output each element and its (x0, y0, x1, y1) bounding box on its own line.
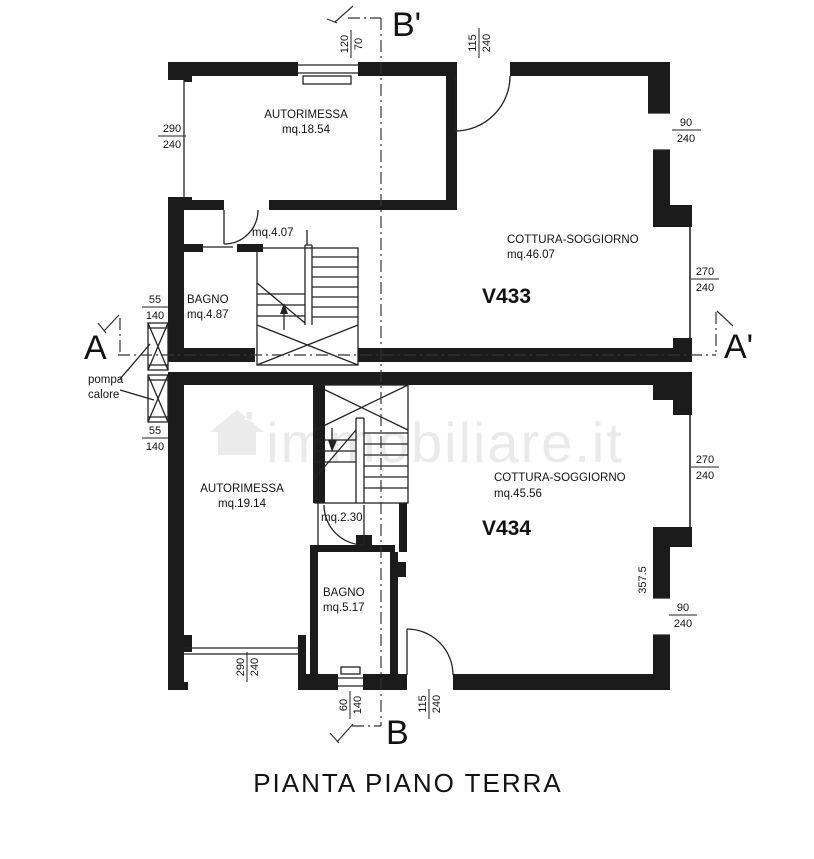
svg-text:90: 90 (680, 117, 692, 129)
heat-pump-units (119, 322, 169, 423)
dim-top-entry-door: 115 240 (467, 28, 493, 58)
window-sill (302, 75, 352, 85)
svg-text:70: 70 (353, 38, 365, 50)
labels: B' B A A' AUTORIMESSA mq.18.54 mq.4.07 B… (84, 6, 753, 798)
room-area-disimpegno-v433: mq.4.07 (252, 227, 294, 239)
svg-text:270: 270 (696, 266, 714, 278)
entry-door-arc (454, 75, 511, 132)
dim-right-upper-window: 90 240 (672, 117, 701, 145)
svg-text:240: 240 (696, 282, 714, 294)
openings-and-stairs (119, 64, 691, 687)
window-right-upper (648, 112, 670, 151)
dim-bottom-entry-door: 115 240 (417, 689, 443, 719)
dim-right-lower-window: 90 240 (669, 602, 697, 630)
room-area-disimpegno-v434: mq.2.30 (321, 512, 363, 524)
dim-left-garage-door: 290 240 (158, 123, 186, 151)
room-label-bagno-v433: BAGNO (187, 294, 229, 306)
svg-text:60: 60 (338, 699, 350, 711)
window-right-lower (653, 597, 670, 636)
watermark-text: immobiliare.it (266, 411, 624, 474)
unit-label-v433: V433 (482, 285, 531, 308)
svg-text:140: 140 (352, 696, 364, 714)
dimensions: 120 70 115 240 90 240 270 240 290 240 (142, 28, 719, 719)
svg-text:240: 240 (677, 133, 695, 145)
arrow-b (329, 723, 354, 744)
svg-text:270: 270 (696, 454, 714, 466)
svg-text:55: 55 (149, 425, 161, 437)
dim-bottom-garage-door: 290 240 (235, 652, 261, 682)
unit-label-v434: V434 (482, 517, 531, 540)
watermark: immobiliare.it (210, 410, 624, 474)
dim-top-garage-window: 120 70 (339, 30, 365, 58)
dim-left-lower-vent: 55 140 (142, 425, 168, 453)
room-area-bagno-v433: mq.4.87 (187, 309, 229, 321)
window-sill-bagno (340, 666, 361, 675)
svg-text:240: 240 (481, 34, 493, 52)
svg-text:55: 55 (149, 294, 161, 306)
stairs-upper (256, 230, 359, 366)
room-area-soggiorno-v433: mq.46.07 (507, 249, 555, 261)
heat-pump-label-2: calore (88, 389, 119, 401)
heat-pump-label-1: pompa (88, 374, 124, 386)
room-label-soggiorno-v434: COTTURA-SOGGIORNO (494, 472, 626, 484)
room-area-bagno-v434: mq.5.17 (323, 602, 365, 614)
room-area-soggiorno-v434: mq.45.56 (494, 488, 542, 500)
window-bottom-bagno (338, 677, 363, 687)
understair-door-arc (323, 504, 365, 546)
dim-right-upper-french: 270 240 (691, 266, 719, 294)
section-label-b: B (386, 714, 409, 752)
svg-text:240: 240 (674, 618, 692, 630)
svg-text:140: 140 (146, 441, 164, 453)
room-area-autorimessa-v434: mq.19.14 (218, 498, 267, 510)
garage-door-lower (184, 647, 306, 655)
dim-left-upper-vent: 55 140 (142, 294, 168, 322)
arrow-a (97, 314, 120, 334)
dim-right-lower-french: 270 240 (691, 454, 719, 482)
room-area-autorimessa-v433: mq.18.54 (282, 124, 331, 136)
svg-text:90: 90 (677, 602, 689, 614)
section-label-b-prime: B' (392, 6, 421, 44)
drawing-title: PIANTA PIANO TERRA (253, 768, 563, 798)
walls (168, 62, 692, 690)
section-lines (97, 5, 734, 744)
stairs-lower (314, 384, 409, 504)
section-label-a: A (84, 329, 107, 367)
svg-text:240: 240 (696, 470, 714, 482)
svg-text:240: 240 (249, 658, 261, 676)
svg-text:290: 290 (163, 123, 181, 135)
svg-text:115: 115 (467, 34, 479, 52)
svg-text:240: 240 (163, 139, 181, 151)
room-label-soggiorno-v433: COTTURA-SOGGIORNO (507, 234, 639, 246)
dim-bottom-bagno-window: 60 140 (338, 691, 364, 719)
arrow-b-prime (326, 5, 354, 24)
section-label-a-prime: A' (724, 328, 753, 366)
svg-text:290: 290 (235, 658, 247, 676)
window-top-garage (298, 64, 358, 74)
vestibule-door-arc (223, 209, 259, 245)
svg-text:115: 115 (417, 695, 429, 713)
dim-right-wall-length: 357.5 (637, 566, 649, 594)
exit-door-arc (406, 628, 454, 676)
arrow-a-prime (716, 310, 734, 327)
room-label-bagno-v434: BAGNO (323, 587, 365, 599)
room-label-autorimessa-v433: AUTORIMESSA (264, 109, 348, 121)
svg-text:140: 140 (146, 310, 164, 322)
room-label-autorimessa-v434: AUTORIMESSA (200, 483, 284, 495)
svg-text:120: 120 (339, 35, 351, 53)
svg-text:240: 240 (431, 695, 443, 713)
